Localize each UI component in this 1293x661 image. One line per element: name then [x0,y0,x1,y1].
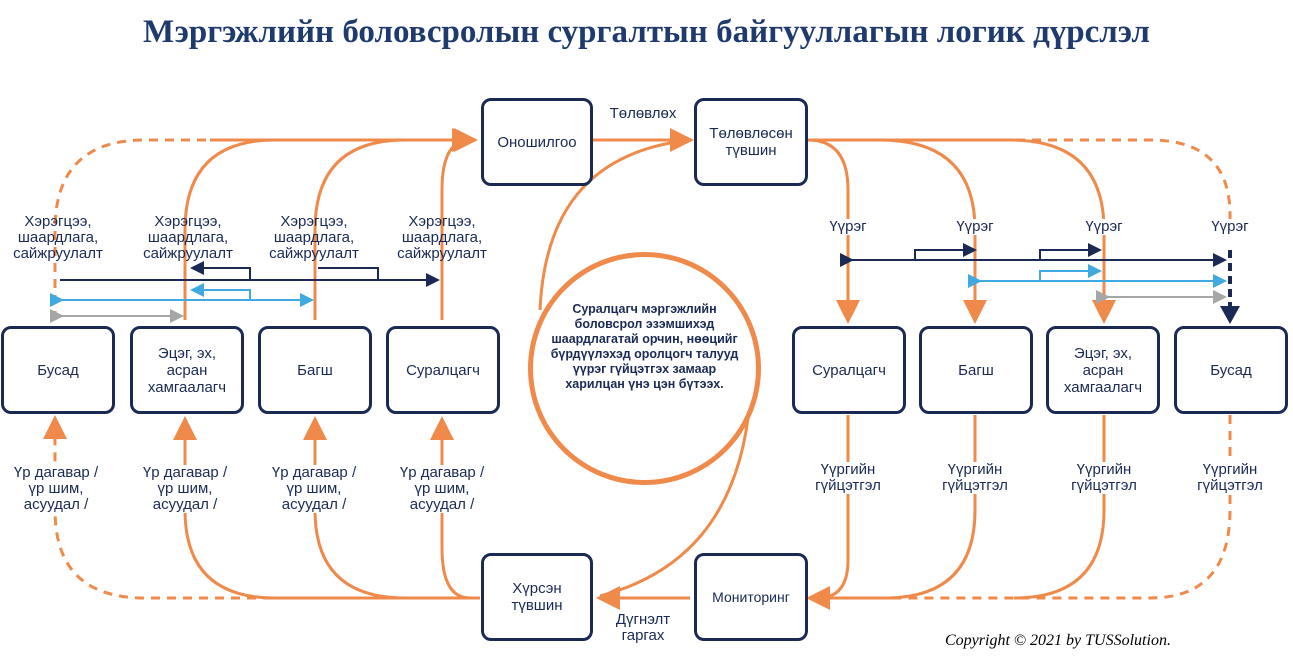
right-teacher-box: Багш [919,326,1033,414]
impact-label: Үр дагавар / үр шим, асуудал / [268,465,360,513]
role-label: Үүрэг [1066,219,1142,235]
needs-label: Хэрэгцээ, шаардлага, сайжруулалт [269,213,359,262]
right-other-box: Бусад [1174,326,1288,414]
left-parent-box: Эцэг, эх, асран хамгаалагч [130,326,244,414]
right-parent-box: Эцэг, эх, асран хамгаалагч [1046,326,1160,414]
left-teacher-box: Багш [258,326,372,414]
impact-label: Үр дагавар / үр шим, асуудал / [396,465,488,513]
role-fulfillment-label: Үүргийн гүйцэтгэл [1060,462,1148,494]
impact-label: Үр дагавар / үр шим, асуудал / [10,465,102,513]
left-student-box: Суралцагч [386,326,500,414]
role-fulfillment-label: Үүргийн гүйцэтгэл [804,462,892,494]
needs-label: Хэрэгцээ, шаардлага, сайжруулалт [397,213,487,262]
center-value-circle: Суралцагч мэргэжлийн боловсрол эзэмшихэд… [528,252,761,485]
left-other-box: Бусад [1,326,115,414]
role-label: Үүрэг [1192,219,1268,235]
role-fulfillment-label: Үүргийн гүйцэтгэл [1186,462,1274,494]
evaluate-label: Дүгнэлт гаргах [615,611,671,644]
impact-label: Үр дагавар / үр шим, асуудал / [139,465,231,513]
diagnosis-box: Оношилгоо [481,98,593,186]
page-title: Мэргэжлийн боловсролын сургалтын байгуул… [143,14,1150,50]
role-label: Үүрэг [937,219,1013,235]
plan-label: Төлөвлөх [609,105,677,122]
needs-label: Хэрэгцээ, шаардлага, сайжруулалт [13,213,103,262]
right-student-box: Суралцагч [792,326,906,414]
center-value-text: Суралцагч мэргэжлийн боловсрол эзэмшихэд… [550,301,739,391]
copyright: Copyright © 2021 by TUSSolution. [945,632,1171,649]
achieved-level-box: Хүрсэн түвшин [481,553,593,641]
planned-level-box: Төлөвлөсөн түвшин [694,98,808,186]
role-fulfillment-label: Үүргийн гүйцэтгэл [931,462,1019,494]
role-label: Үүрэг [810,219,886,235]
monitoring-box: Мониторинг [694,553,808,641]
needs-label: Хэрэгцээ, шаардлага, сайжруулалт [143,213,233,262]
